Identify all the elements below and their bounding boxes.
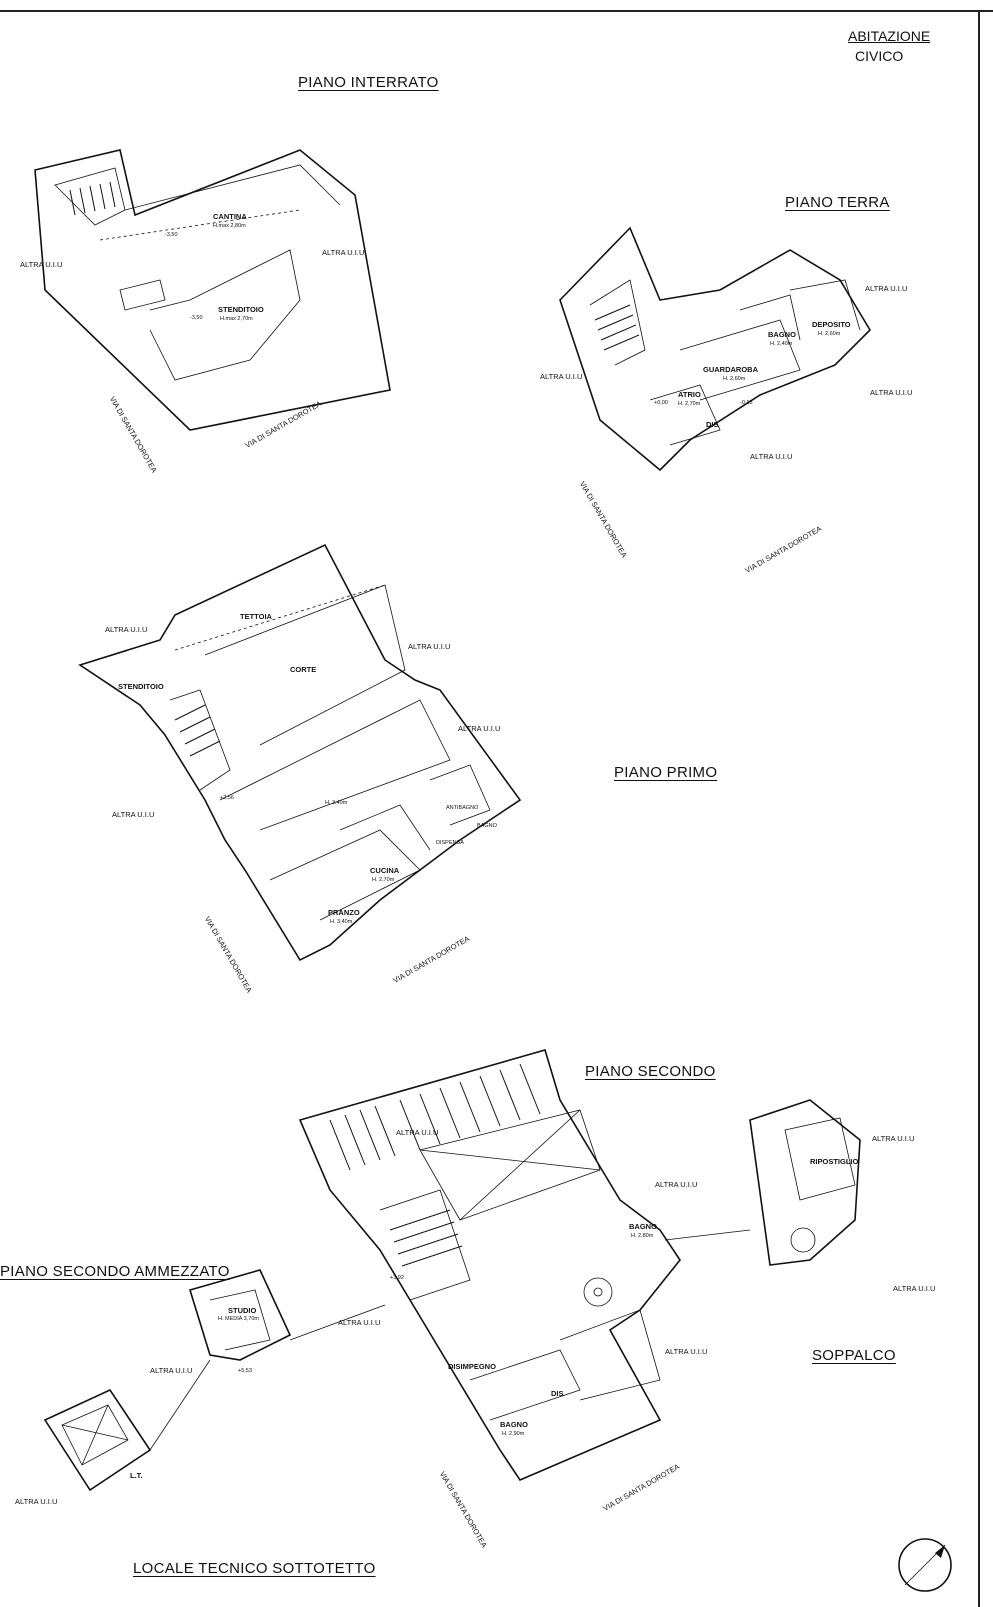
section-title-interrato: PIANO INTERRATO <box>298 74 439 91</box>
header-title-line2: CIVICO <box>855 48 904 64</box>
room-height-cantina: H.max 2,80m <box>213 223 246 229</box>
room-label-deposito: DEPOSITO <box>812 320 851 329</box>
room-label-corte: CORTE <box>290 665 317 674</box>
altra-uiu-label: ALTRA U.I.U <box>750 452 793 461</box>
level-marker: +5,53 <box>238 1368 252 1374</box>
header-title-line1: ABITAZIONE <box>848 28 931 44</box>
level-marker: -3,50 <box>165 232 178 238</box>
room-label-bagno: BAGNO <box>477 823 497 829</box>
altra-uiu-label: ALTRA U.I.U <box>150 1366 193 1375</box>
plan-soppalco <box>664 1099 861 1266</box>
altra-uiu-label: ALTRA U.I.U <box>105 625 148 634</box>
room-height-atrio: H. 2,70m <box>678 401 701 407</box>
room-label-tettoia: TETTOIA <box>240 612 272 621</box>
altra-uiu-label: ALTRA U.I.U <box>872 1134 915 1143</box>
frame-right-border <box>978 10 980 1607</box>
room-height-main: H. 3,40m <box>325 800 348 806</box>
room-label-stenditoio: STENDITOIO <box>218 305 264 314</box>
altra-uiu-label: ALTRA U.I.U <box>655 1180 698 1189</box>
plan-primo <box>78 543 522 962</box>
room-height-bagno: H. 2,90m <box>502 1431 525 1437</box>
room-label-antibagno: ANTIBAGNO <box>446 805 479 811</box>
room-height-guardaroba: H. 2,60m <box>723 376 746 382</box>
frame-top-border <box>0 10 993 12</box>
altra-uiu-label: ALTRA U.I.U <box>20 260 63 269</box>
altra-uiu-label: ALTRA U.I.U <box>458 724 501 733</box>
plan-interrato <box>34 149 391 431</box>
room-label-pranzo: PRANZO <box>328 908 360 917</box>
section-title-terra: PIANO TERRA <box>785 194 890 211</box>
room-label-atrio: ATRIO <box>678 390 701 399</box>
room-label-disimpegno: DISIMPEGNO <box>448 1362 496 1371</box>
room-height-bagno: H. 2,80m <box>631 1233 654 1239</box>
room-label-bagno: BAGNO <box>768 330 796 339</box>
altra-uiu-label: ALTRA U.I.U <box>870 388 913 397</box>
section-title-ammezzato: PIANO SECONDO AMMEZZATO <box>0 1263 230 1280</box>
section-title-primo: PIANO PRIMO <box>614 764 718 781</box>
altra-uiu-label: ALTRA U.I.U <box>112 810 155 819</box>
room-label-studio: STUDIO <box>228 1306 257 1315</box>
room-height-studio: H. MEDIA 3,70m <box>218 1316 259 1322</box>
room-label-stenditoio: STENDITOIO <box>118 682 164 691</box>
level-marker: -3,50 <box>190 315 203 321</box>
room-label-bagno: BAGNO <box>500 1420 528 1429</box>
room-label-cantina: CANTINA <box>213 212 247 221</box>
room-height-bagno: H. 2,40m <box>770 341 793 347</box>
room-label-lt: L.T. <box>130 1471 143 1480</box>
room-label-ripostiglio: RIPOSTIGLIO <box>810 1157 859 1166</box>
room-label-guardaroba: GUARDAROBA <box>703 365 758 374</box>
altra-uiu-label: ALTRA U.I.U <box>540 372 583 381</box>
plan-locale-tecnico <box>43 1359 211 1492</box>
altra-uiu-label: ALTRA U.I.U <box>15 1497 58 1506</box>
room-label-dispensa: DISPENSA <box>436 840 464 846</box>
altra-uiu-label: ALTRA U.I.U <box>893 1284 936 1293</box>
level-marker: -0,15 <box>740 400 753 406</box>
section-title-locale-tecnico: LOCALE TECNICO SOTTOTETTO <box>133 1560 376 1577</box>
plan-ammezzato <box>188 1269 386 1361</box>
room-label-dis: DIS <box>551 1389 564 1398</box>
altra-uiu-label: ALTRA U.I.U <box>338 1318 381 1327</box>
plan-terra <box>559 226 872 472</box>
level-marker: +0,00 <box>654 400 668 406</box>
room-height-cucina: H. 2,70m <box>372 877 395 883</box>
room-height-stenditoio: H.max 2,70m <box>220 316 253 322</box>
altra-uiu-label: ALTRA U.I.U <box>665 1347 708 1356</box>
section-title-secondo: PIANO SECONDO <box>585 1063 716 1080</box>
room-height-pranzo: H. 3,40m <box>330 919 353 925</box>
level-marker: +3,92 <box>390 1275 404 1281</box>
altra-uiu-label: ALTRA U.I.U <box>322 248 365 257</box>
room-label-bagno: BAGNO <box>629 1222 657 1231</box>
altra-uiu-label: ALTRA U.I.U <box>396 1128 439 1137</box>
altra-uiu-label: ALTRA U.I.U <box>408 642 451 651</box>
section-title-soppalco: SOPPALCO <box>812 1347 896 1364</box>
north-arrow-icon <box>898 1538 952 1592</box>
level-marker: +2,56 <box>220 795 234 801</box>
altra-uiu-label: ALTRA U.I.U <box>865 284 908 293</box>
room-height-deposito: H. 2,60m <box>818 331 841 337</box>
room-label-cucina: CUCINA <box>370 866 400 875</box>
plan-secondo <box>298 1049 681 1481</box>
room-label-dis: DIS <box>706 420 719 429</box>
